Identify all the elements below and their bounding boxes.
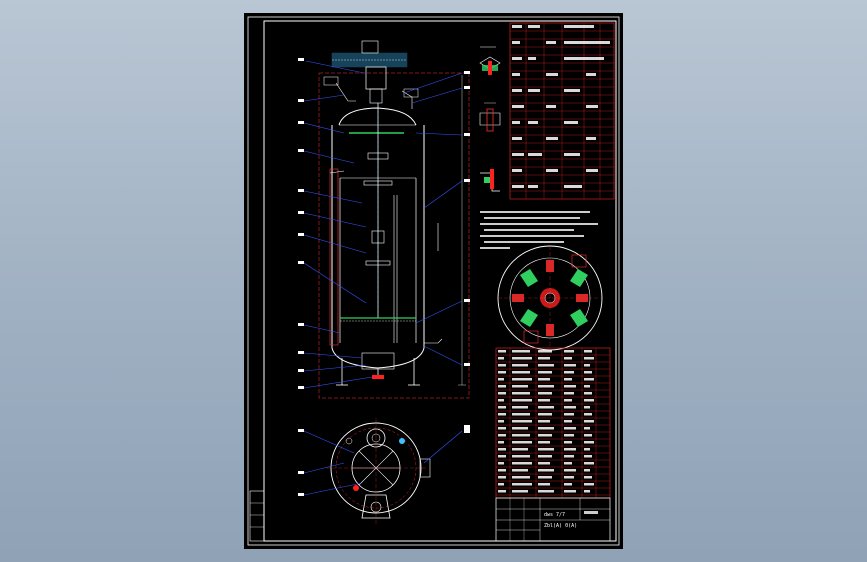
drawing-sheet: dws 7/7 Zbl(A) 0(A) — [244, 13, 623, 549]
title-block-line1: dws 7/7 — [544, 512, 565, 518]
outer-border — [247, 16, 620, 546]
elevation-callouts — [303, 60, 463, 389]
inner-border — [263, 20, 617, 542]
binding-strip — [249, 490, 265, 542]
design-data-table — [509, 22, 615, 200]
title-block-line2: Zbl(A) 0(A) — [544, 523, 577, 529]
plan-callouts — [303, 430, 463, 496]
detail-sketches — [479, 46, 501, 192]
plan-view — [326, 418, 431, 525]
section-view — [497, 245, 603, 351]
parts-list — [495, 347, 611, 499]
technical-notes — [480, 211, 598, 249]
vessel-elevation — [318, 40, 470, 399]
reactor-vessel-drawing: dws 7/7 Zbl(A) 0(A) — [247, 16, 620, 546]
title-block: dws 7/7 Zbl(A) 0(A) — [495, 497, 611, 542]
elevation-callout-marks — [298, 58, 470, 389]
